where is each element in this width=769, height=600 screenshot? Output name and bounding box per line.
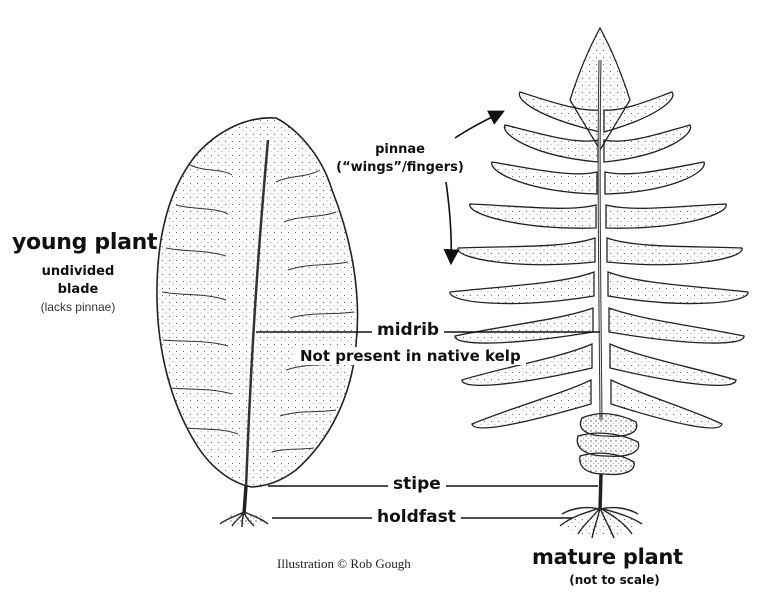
mature-plant-title: mature plant [532,545,683,569]
young-blade-vein [244,139,270,489]
illustration-credit: Illustration © Rob Gough [277,556,411,571]
young-holdfast [219,511,269,528]
midrib-label: midrib [372,320,445,340]
mature-sporophylls [576,412,640,476]
mature-holdfast [559,506,643,539]
young-plant-note: (lacks pinnae) [40,300,116,314]
young-stipe [242,485,248,515]
mature-plant-illustration [449,26,749,539]
mature-pinnae [449,26,749,429]
young-plant-line1: undivided [41,264,115,279]
young-plant-title: young plant [12,230,158,255]
pinnae-arrow-lower [443,181,460,266]
mature-stipe [598,473,603,511]
pinnae-arrow-upper [454,110,505,139]
young-blade [156,117,359,488]
midrib-note-label: Not present in native kelp [295,347,526,365]
mature-plant-note: (not to scale) [569,573,660,587]
pinnae-label-line2: (“wings”/fingers) [336,160,464,175]
young-plant-illustration [156,117,359,528]
pinnae-label-line1: pinnae [375,142,425,157]
young-plant-line2: blade [57,282,99,297]
stipe-label: stipe [388,474,446,494]
pinnae-arrows [443,110,505,266]
holdfast-label: holdfast [372,507,461,527]
